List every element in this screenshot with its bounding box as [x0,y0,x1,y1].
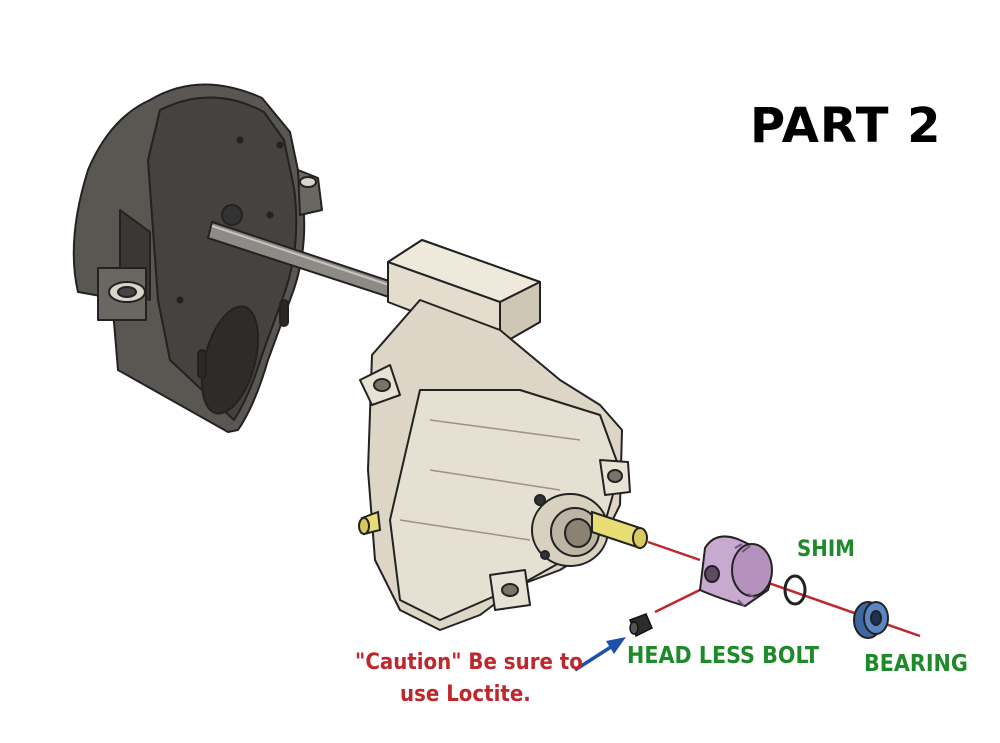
caution-arrow [574,637,626,672]
gearbox [359,239,631,631]
shim-ring [783,574,807,606]
headless-bolt [629,613,653,638]
caution-note-line1: "Caution" Be sure to [355,650,583,675]
pinion-gear [698,535,773,608]
output-shaft [358,510,648,550]
caution-note-line2: use Loctite. [400,682,531,707]
shim-label: SHIM [797,537,855,562]
bearing-label: BEARING [864,651,968,677]
page-title: PART 2 [750,98,942,154]
motor-plate [72,83,323,433]
bearing-part [853,601,889,639]
head-less-bolt-label: HEAD LESS BOLT [627,643,819,669]
